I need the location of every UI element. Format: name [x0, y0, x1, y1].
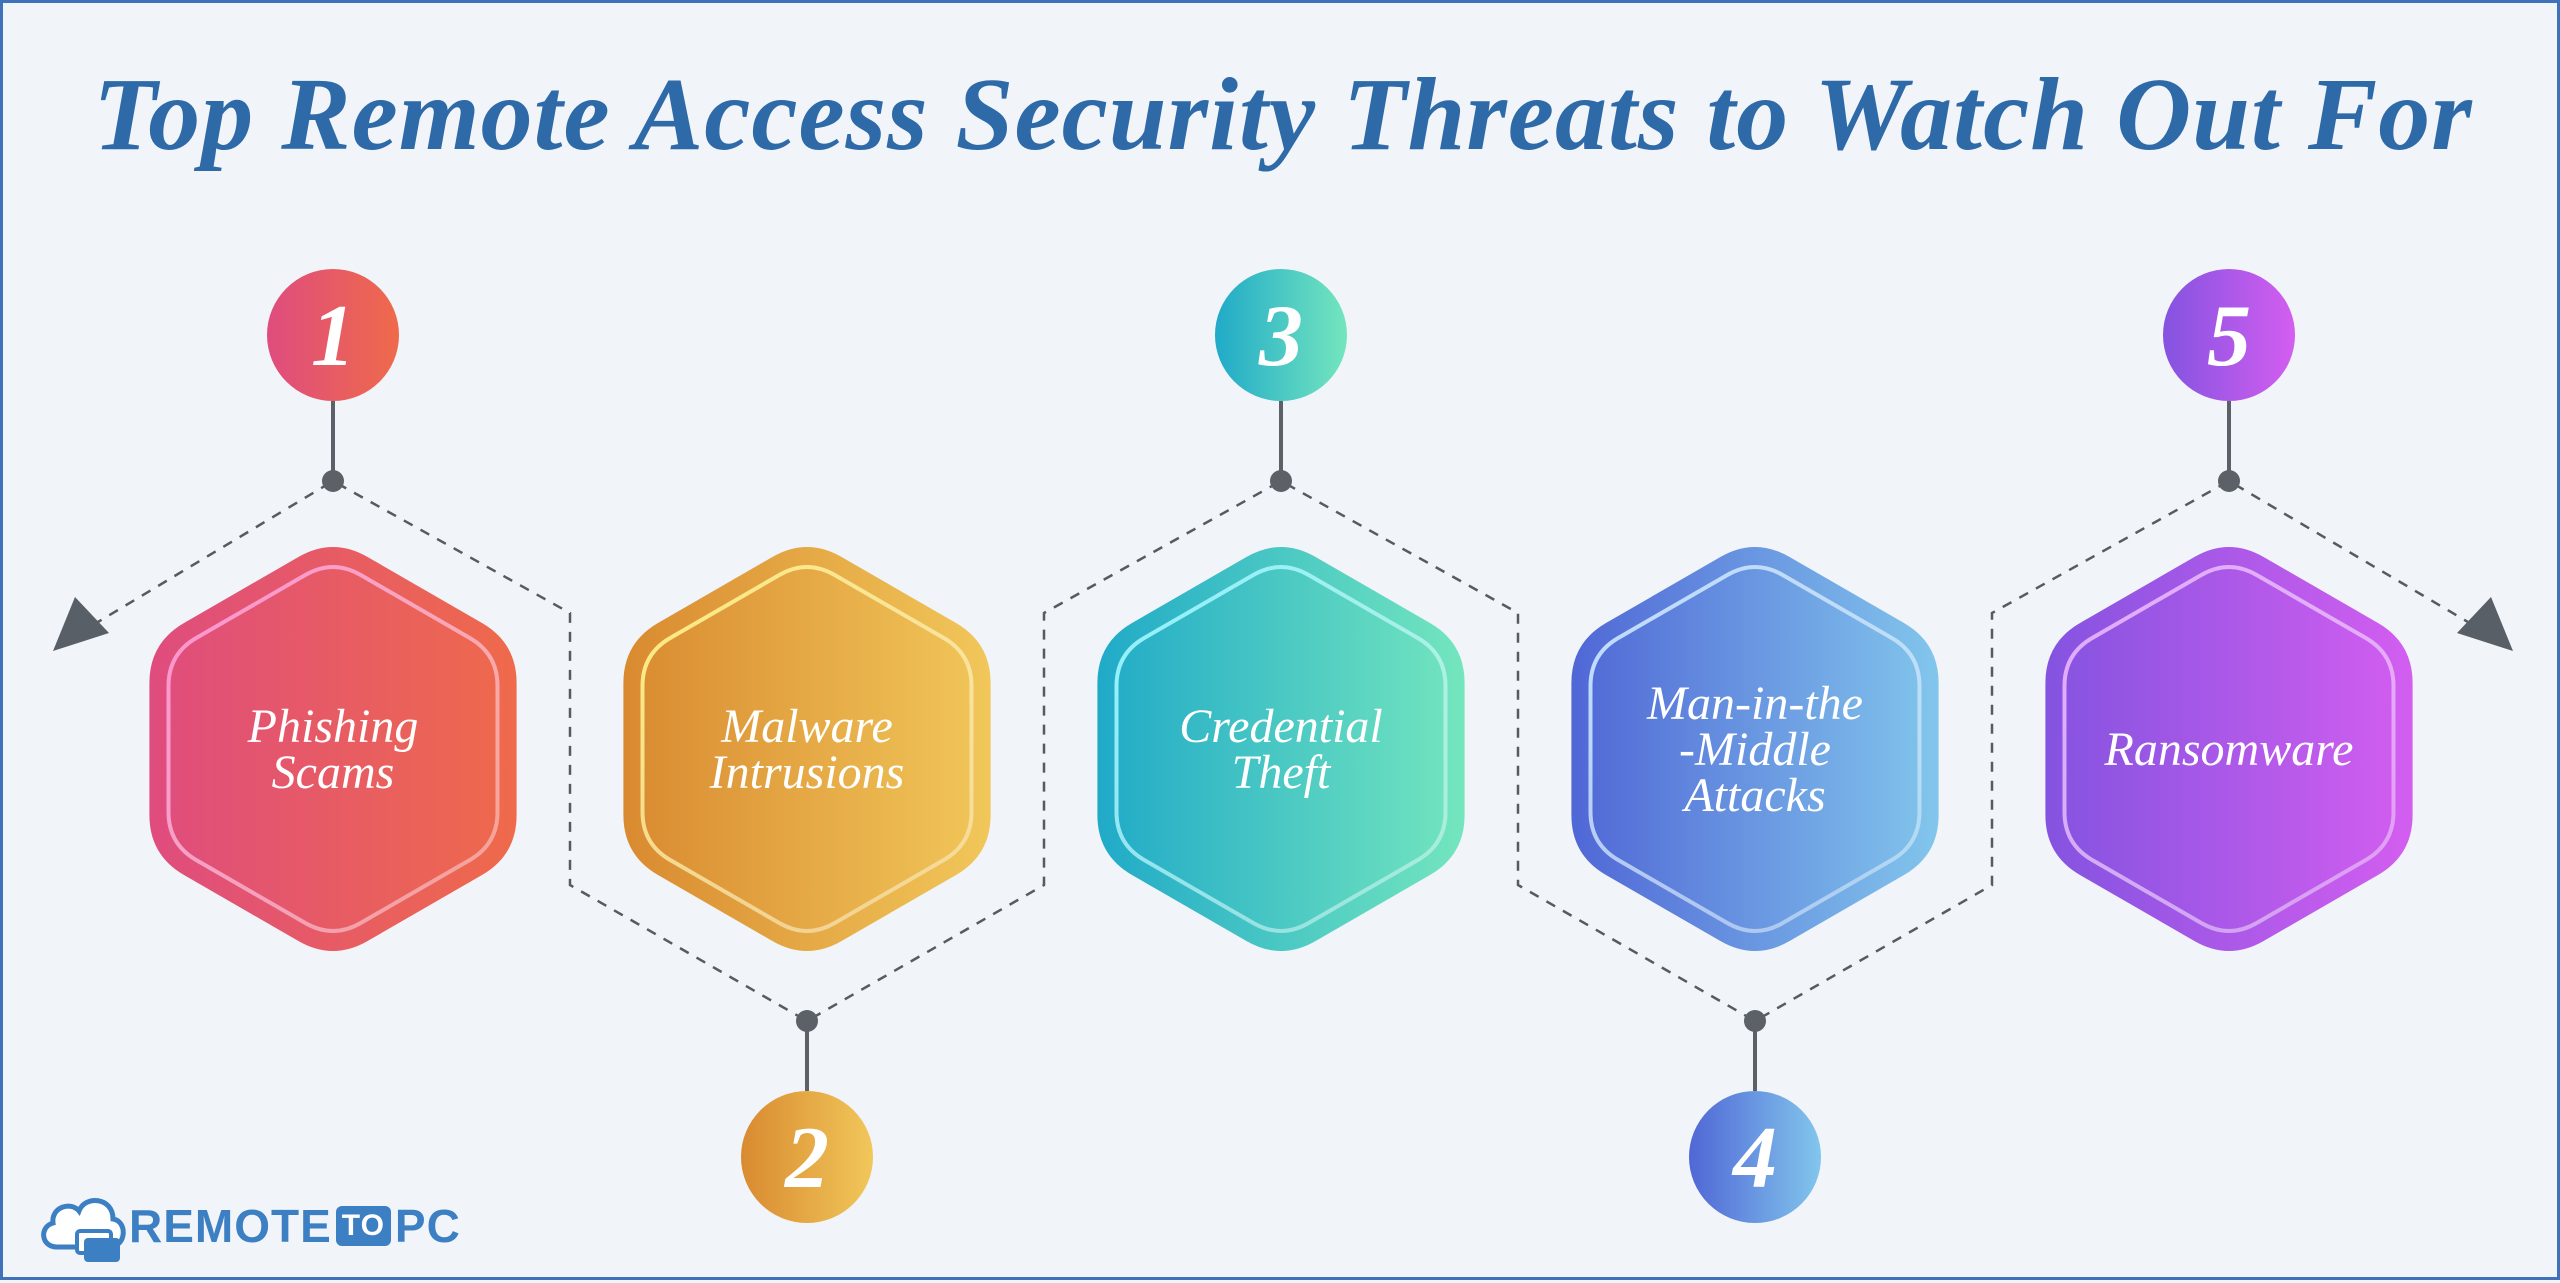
threat-label-line: Credential: [1179, 700, 1383, 753]
threat-label-line: -Middle: [1679, 723, 1831, 776]
threat-label-line: Man-in-the: [1646, 677, 1863, 730]
step-number: 3: [1258, 288, 1303, 385]
threat-label-line: Phishing: [247, 700, 419, 753]
step-number: 4: [1731, 1110, 1777, 1207]
logo-word-remote: REMOTE: [129, 1200, 332, 1252]
threat-label-line: Scams: [272, 746, 395, 799]
page-title: Top Remote Access Security Threats to Wa…: [93, 57, 2473, 172]
arrowhead-right: [2457, 597, 2513, 651]
step-number: 5: [2207, 288, 2251, 385]
threat-label-line: Theft: [1232, 746, 1332, 799]
connector-path: [53, 479, 2513, 1023]
connector-dot: [796, 1010, 818, 1032]
logo-word-to: TO: [335, 1206, 391, 1246]
cloud-computer-icon: [41, 1198, 126, 1262]
step-marker-2: 2: [741, 1010, 873, 1223]
step-marker-4: 4: [1689, 1010, 1821, 1223]
threat-label-line: Malware: [720, 700, 893, 753]
step-number-badge: [267, 269, 399, 401]
threat-label-line: Attacks: [1681, 769, 1825, 822]
threat-hexagon-5: Ransomware: [2045, 547, 2413, 951]
step-marker-3: 3: [1215, 269, 1347, 492]
connector-dot: [322, 470, 344, 492]
step-number-badge: [2163, 269, 2295, 401]
connector-dot: [1270, 470, 1292, 492]
step-marker-5: 5: [2163, 269, 2295, 492]
logo-word-pc: PC: [394, 1200, 461, 1252]
threat-label-line: Intrusions: [709, 746, 905, 799]
step-number: 1: [311, 288, 355, 385]
step-number-badge: [1215, 269, 1347, 401]
step-number-badge: [1689, 1091, 1821, 1223]
step-number: 2: [783, 1110, 829, 1207]
step-number-badge: [741, 1091, 873, 1223]
step-marker-1: 1: [267, 269, 399, 492]
brand-logo: REMOTE TO PC: [37, 1183, 461, 1269]
threat-label-line: Ransomware: [2104, 723, 2354, 776]
connector-dot: [2218, 470, 2240, 492]
arrowhead-left: [53, 597, 109, 651]
connector-dot: [1744, 1010, 1766, 1032]
